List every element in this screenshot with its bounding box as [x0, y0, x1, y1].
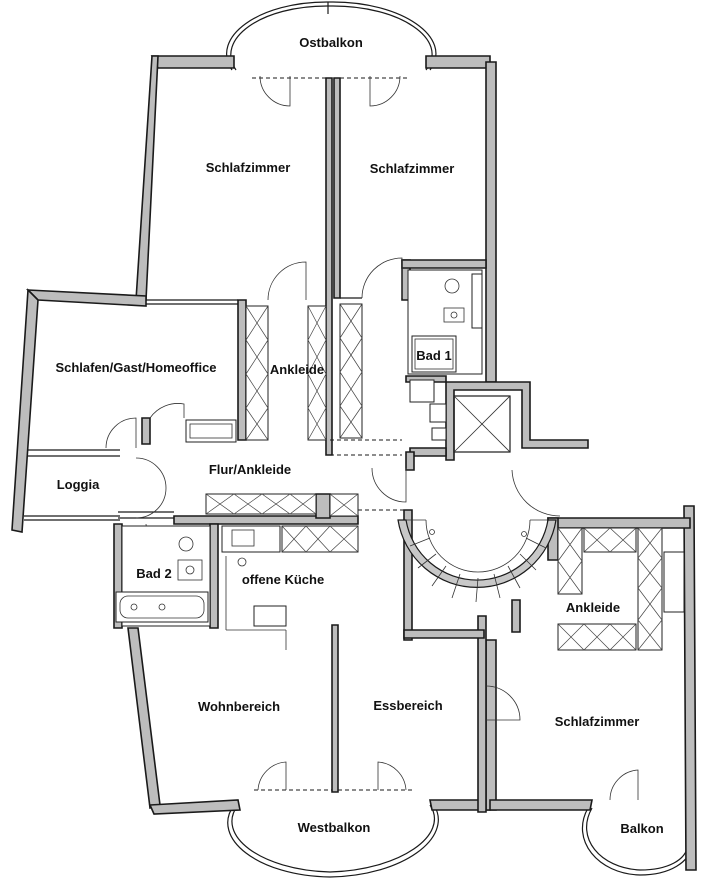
room-label-loggia: Loggia: [57, 477, 100, 492]
ostbalkon-shape: [226, 1, 437, 71]
windows: [118, 77, 414, 791]
room-label-schlafen-gast-homeoffice: Schlafen/Gast/Homeoffice: [55, 360, 216, 375]
room-label-ankleide-east: Ankleide: [566, 600, 620, 615]
room-label-wohnbereich: Wohnbereich: [198, 699, 280, 714]
westbalkon-shape: [227, 804, 439, 878]
room-label-balkon: Balkon: [620, 821, 663, 836]
room-label-ostbalkon: Ostbalkon: [299, 35, 363, 50]
spiral-stair: [397, 519, 557, 603]
room-label-schlafzimmer-ne: Schlafzimmer: [370, 161, 455, 176]
fixtures: [115, 269, 483, 650]
room-label-bad-2: Bad 2: [136, 566, 171, 581]
wardrobes: [185, 303, 685, 651]
room-label-schlafzimmer-se: Schlafzimmer: [555, 714, 640, 729]
room-label-ankleide-center: Ankleide: [270, 362, 324, 377]
room-label-schlafzimmer-nw: Schlafzimmer: [206, 160, 291, 175]
room-label-essbereich: Essbereich: [373, 698, 442, 713]
room-label-bad-1: Bad 1: [416, 348, 451, 363]
room-label-flur-ankleide: Flur/Ankleide: [209, 462, 291, 477]
room-label-offene-kueche: offene Küche: [242, 572, 324, 587]
elevator: [453, 395, 511, 453]
exterior-walls: [11, 55, 697, 871]
room-label-westbalkon: Westbalkon: [298, 820, 371, 835]
balkon-shape: [582, 807, 693, 876]
